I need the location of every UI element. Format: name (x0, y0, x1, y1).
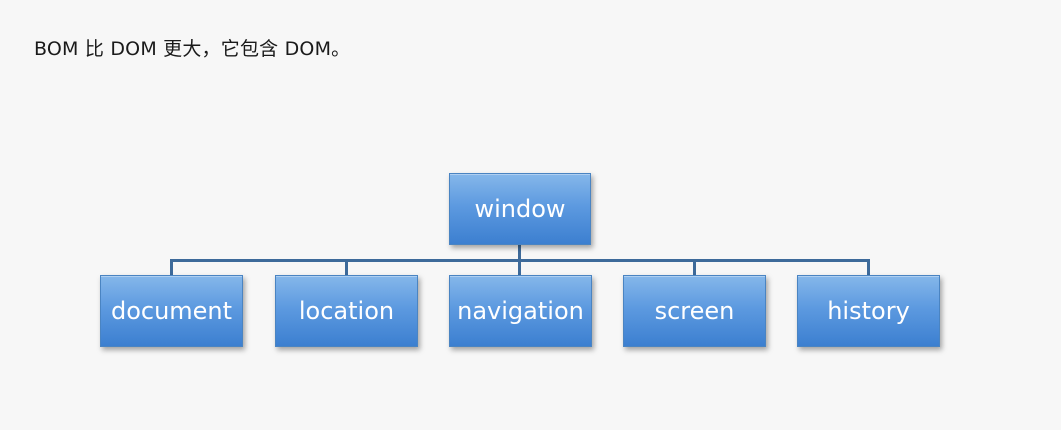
node-window: window (449, 173, 591, 245)
connector-to-document (170, 259, 173, 276)
page-heading: BOM 比 DOM 更大，它包含 DOM。 (34, 38, 351, 60)
node-navigation: navigation (449, 275, 592, 347)
connector-to-history (867, 259, 870, 276)
connector-root-stem (518, 245, 521, 261)
node-document: document (100, 275, 243, 347)
connector-to-navigation (518, 259, 521, 276)
node-history: history (797, 275, 940, 347)
connector-to-screen (693, 259, 696, 276)
node-screen: screen (623, 275, 766, 347)
node-location: location (275, 275, 418, 347)
connector-to-location (345, 259, 348, 276)
